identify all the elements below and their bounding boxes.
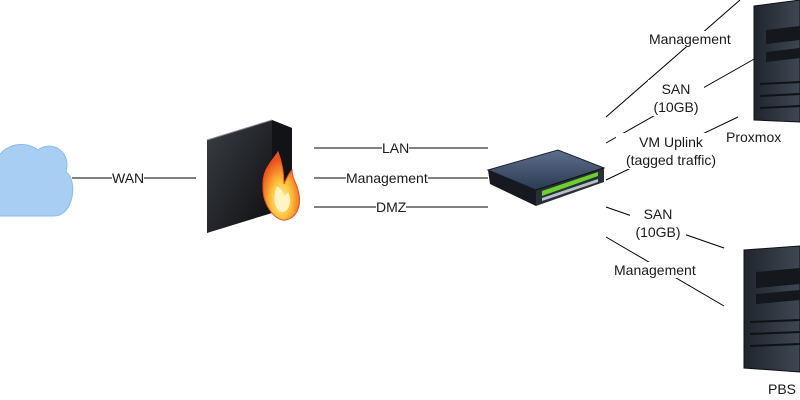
proxmox-label: Proxmox [726, 129, 782, 145]
firewall-icon [206, 119, 300, 233]
san-pbs-label: SAN (10GB) [630, 205, 686, 241]
cloud-icon [0, 144, 74, 217]
management-pbs-label: Management [614, 262, 696, 278]
network-switch-icon [486, 149, 606, 206]
vm-uplink-label-line1: VM Uplink [639, 134, 703, 150]
server-tower-icon [753, 0, 800, 123]
san-pbs-label-line1: SAN [643, 206, 673, 222]
san-pbs-label-line2: (10GB) [635, 224, 681, 240]
vm-uplink-label-line2: (tagged traffic) [625, 152, 716, 168]
wan-label: WAN [112, 170, 145, 186]
lan-label: LAN [382, 140, 410, 156]
management-proxmox-label: Management [649, 31, 731, 47]
san-proxmox-label: SAN (10GB) [648, 80, 704, 116]
pbs-label: PBS [768, 381, 797, 397]
san-proxmox-label-line2: (10GB) [653, 99, 699, 115]
server-tower-icon [743, 245, 800, 373]
vm-uplink-label: VM Uplink (tagged traffic) [616, 133, 726, 169]
dmz-label: DMZ [376, 199, 407, 215]
san-proxmox-label-line1: SAN [661, 81, 691, 97]
management-proxmox-link [605, 0, 741, 118]
management-fw-label: Management [346, 170, 428, 186]
